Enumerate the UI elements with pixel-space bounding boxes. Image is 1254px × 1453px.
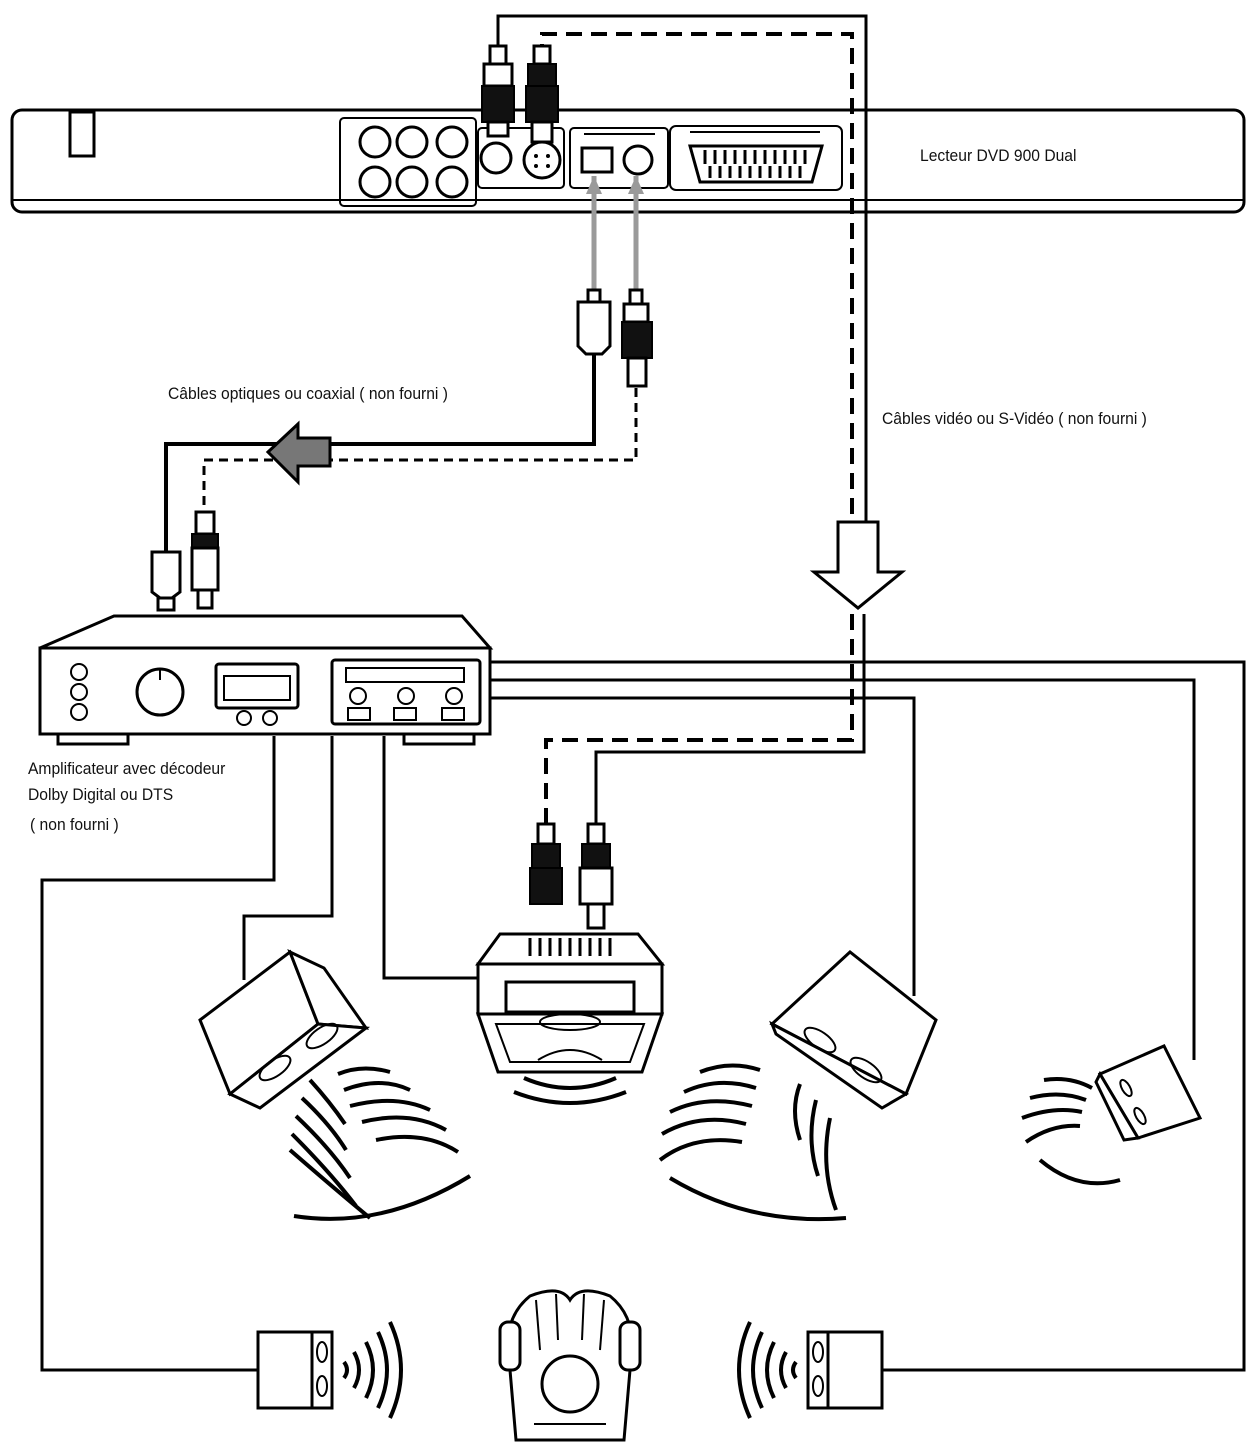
amplifier-label-2: Dolby Digital ou DTS [28,785,174,804]
dvd-player [10,108,1246,214]
coax-plug [621,288,653,388]
audio-5-1-jacks [339,117,477,207]
front-right-speaker [658,950,938,1222]
amplifier-label-1: Amplificateur avec décodeur [28,759,226,778]
television [475,822,666,1105]
coax-plug-amp [190,510,220,610]
dvd-player-label: Lecteur DVD 900 Dual [920,146,1077,165]
front-left-speaker [198,949,472,1221]
rca-plug-video [481,44,515,138]
power-slot [68,110,96,158]
digital-out-jacks [569,127,669,189]
video-cables-label: Câbles vidéo ou S-Vidéo ( non fourni ) [882,409,1147,428]
optical-coax-cables [150,176,653,612]
amplifier [38,614,494,746]
optical-plug-amp [150,550,182,612]
optical-plug [576,288,612,356]
rear-left-speaker [256,1321,403,1419]
video-down-arrow [809,520,907,610]
speaker-wires [40,660,1246,1372]
listener-figure [498,1289,642,1442]
rear-right-small-speaker [1021,1044,1203,1186]
audio-left-arrow [265,420,332,486]
rear-right-speaker [737,1321,884,1419]
svideo-plug [525,44,559,144]
optical-coax-label: Câbles optiques ou coaxial ( non fourni … [168,384,448,403]
amplifier-label-3: ( non fourni ) [30,815,119,834]
video-cable-solid [496,14,868,826]
scart-connector [669,125,843,191]
